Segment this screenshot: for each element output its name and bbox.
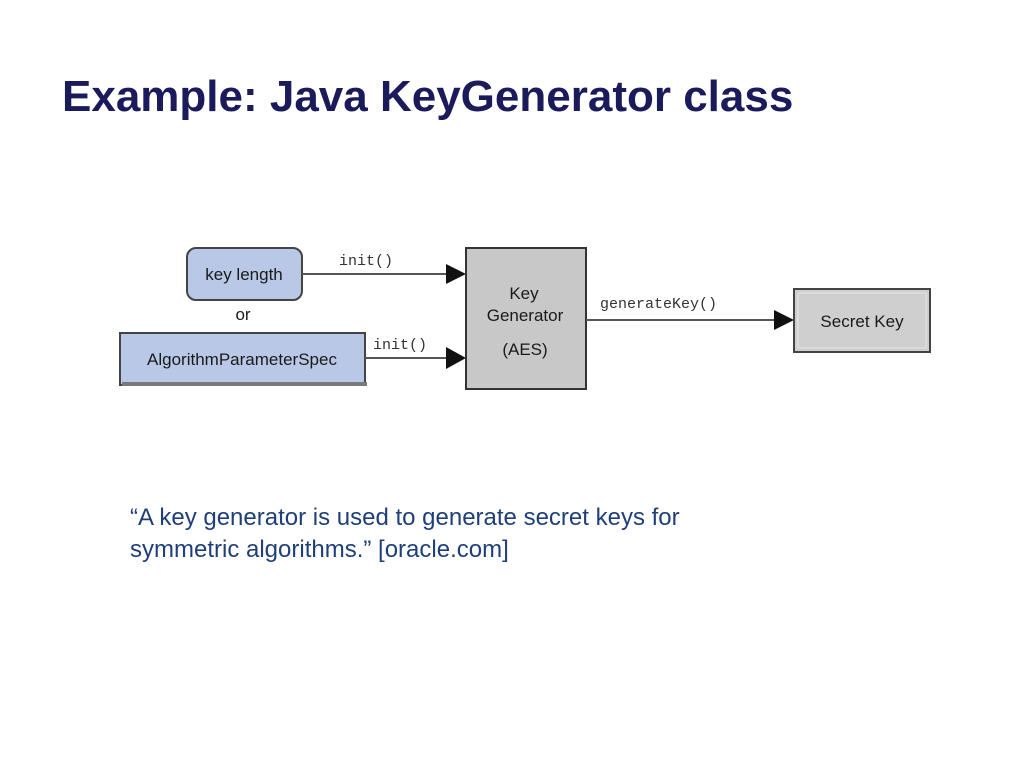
init-label-bottom: init() bbox=[373, 337, 427, 354]
oracle-quote: “A key generator is used to generate sec… bbox=[130, 502, 830, 566]
quote-line-1: “A key generator is used to generate sec… bbox=[130, 504, 680, 531]
key-length-label: key length bbox=[205, 265, 283, 284]
key-generator-line2: Generator bbox=[487, 306, 564, 325]
algorithm-parameter-spec-label: AlgorithmParameterSpec bbox=[147, 350, 337, 369]
generate-key-label: generateKey() bbox=[600, 296, 717, 313]
init-label-top: init() bbox=[339, 253, 393, 270]
or-label: or bbox=[235, 305, 250, 324]
secret-key-label: Secret Key bbox=[820, 312, 904, 331]
key-generator-line1: Key bbox=[509, 284, 539, 303]
quote-line-2: symmetric algorithms.” [oracle.com] bbox=[130, 536, 509, 563]
algorithm-parameter-spec-shadow bbox=[122, 382, 367, 386]
key-generator-box bbox=[465, 247, 587, 390]
key-generator-line3: (AES) bbox=[502, 340, 547, 359]
secret-key-box bbox=[793, 288, 931, 353]
arrow-generate-key-head bbox=[774, 310, 794, 330]
arrow-init-top-head bbox=[446, 264, 466, 284]
slide-title: Example: Java KeyGenerator class bbox=[62, 72, 794, 121]
arrow-init-bottom-head bbox=[446, 347, 466, 369]
secret-key-inner-border bbox=[797, 292, 927, 349]
